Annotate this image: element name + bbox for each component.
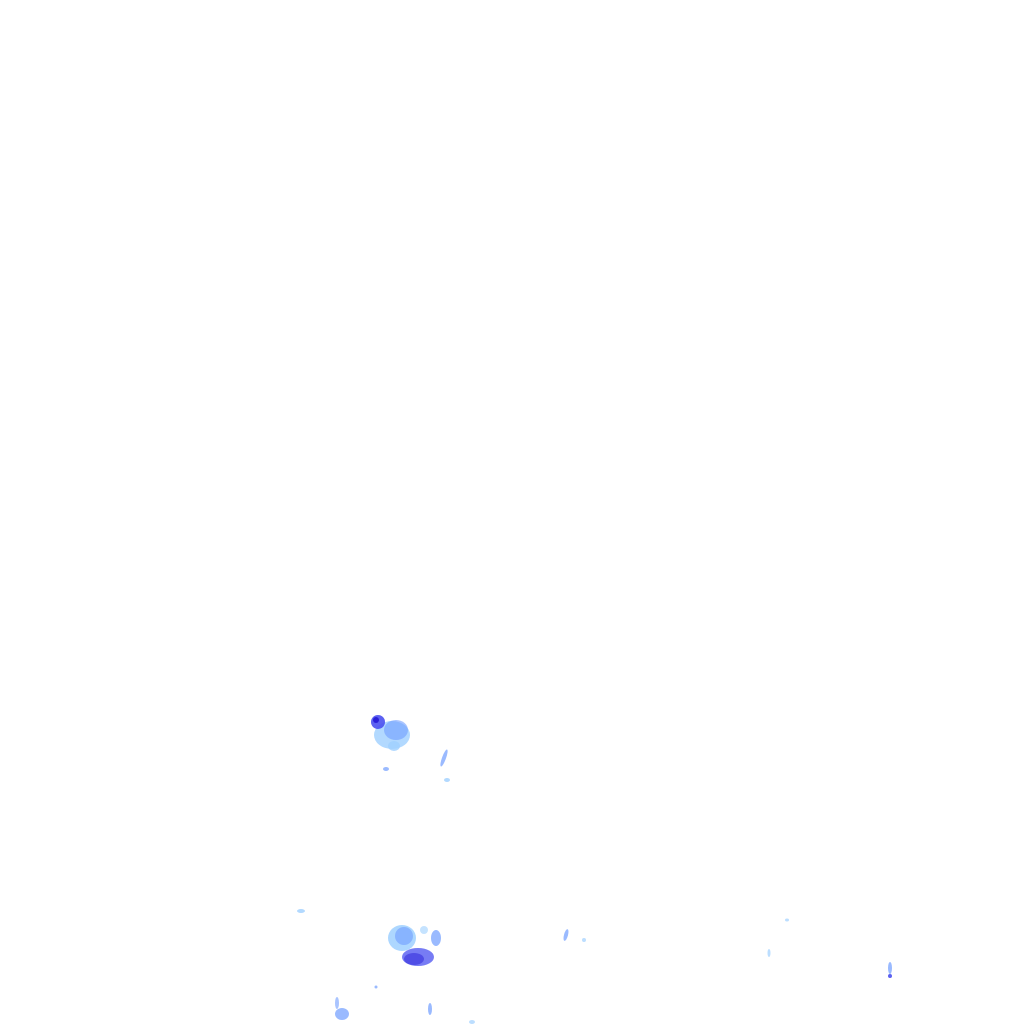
precipitation-cell — [469, 1020, 475, 1024]
precipitation-cell — [888, 962, 892, 974]
precipitation-cell — [767, 949, 771, 957]
precipitation-cell — [404, 953, 424, 965]
precipitation-cell — [431, 930, 441, 946]
precipitation-cell — [383, 767, 389, 771]
precipitation-cell — [563, 929, 569, 941]
precipitation-cell — [335, 997, 339, 1009]
precipitation-cell — [374, 985, 378, 989]
precipitation-cell — [297, 909, 305, 913]
precipitation-cell — [373, 717, 379, 723]
precipitation-cell — [384, 720, 408, 740]
precipitation-cell — [785, 918, 789, 922]
precipitation-cell — [582, 938, 586, 942]
precipitation-cell — [388, 741, 400, 751]
precipitation-cell — [888, 974, 892, 978]
precipitation-cell — [420, 926, 428, 934]
precipitation-cell — [335, 1008, 349, 1020]
precipitation-cell — [395, 927, 413, 945]
precipitation-cell — [444, 778, 450, 782]
precipitation-cell — [440, 749, 448, 767]
precipitation-cell — [428, 1003, 432, 1015]
